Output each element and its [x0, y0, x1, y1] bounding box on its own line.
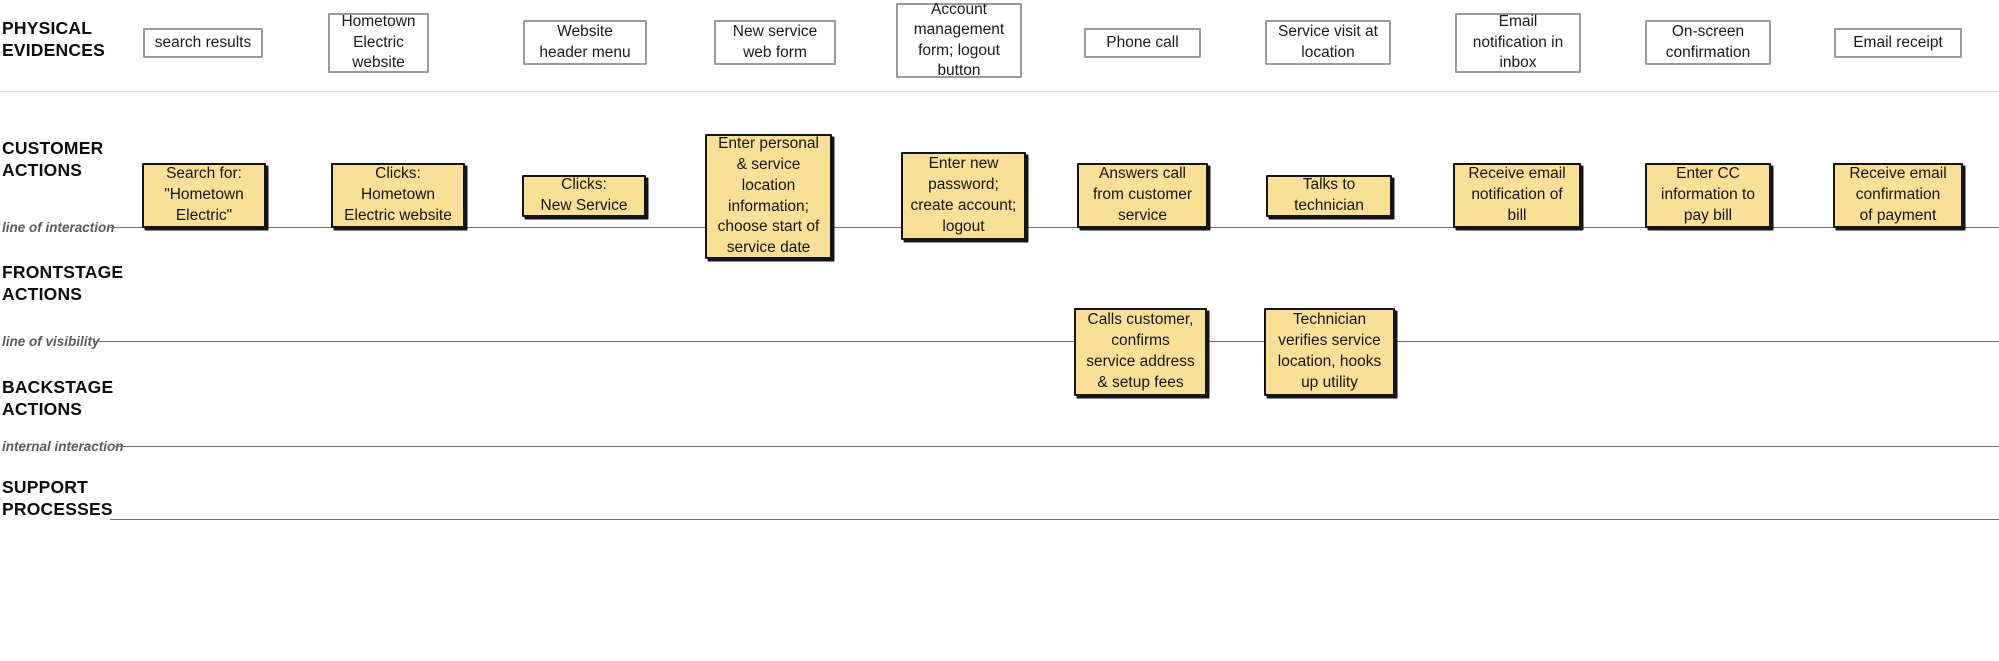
- customer-action-box[interactable]: Clicks: Hometown Electric website: [331, 163, 465, 228]
- divider-label-line-of-interaction: line of interaction: [2, 220, 115, 235]
- customer-action-box[interactable]: Receive email confirmation of payment: [1833, 163, 1963, 228]
- row-label-customer-actions: CUSTOMER ACTIONS: [2, 138, 104, 180]
- customer-action-box[interactable]: Enter new password; create account; logo…: [901, 152, 1026, 240]
- physical-evidence-box[interactable]: Email receipt: [1834, 28, 1962, 58]
- customer-action-box[interactable]: Enter CC information to pay bill: [1645, 163, 1771, 228]
- divider-label-internal-interaction: internal interaction: [2, 439, 124, 454]
- row-label-frontstage-actions: FRONTSTAGE ACTIONS: [2, 262, 124, 304]
- row-label-backstage-actions: BACKSTAGE ACTIONS: [2, 377, 114, 419]
- customer-action-box[interactable]: Receive email notification of bill: [1453, 163, 1581, 228]
- physical-evidence-box[interactable]: Email notification in inbox: [1455, 13, 1581, 73]
- divider-line-of-visibility: [93, 341, 1999, 342]
- physical-evidence-box[interactable]: search results: [143, 28, 263, 58]
- divider-line-of-interaction: [110, 227, 1999, 228]
- physical-evidence-box[interactable]: Service visit at location: [1265, 20, 1391, 65]
- frontstage-action-box[interactable]: Technician verifies service location, ho…: [1264, 308, 1395, 396]
- customer-action-box[interactable]: Clicks: New Service: [522, 175, 646, 217]
- physical-evidence-box[interactable]: New service web form: [714, 20, 836, 65]
- customer-action-box[interactable]: Enter personal & service location inform…: [705, 134, 832, 259]
- divider-top: [0, 91, 1999, 92]
- row-label-physical-evidences: PHYSICAL EVIDENCES: [2, 18, 105, 60]
- physical-evidence-box[interactable]: Website header menu: [523, 20, 647, 65]
- divider-bottom: [110, 519, 1999, 520]
- physical-evidence-box[interactable]: Account management form; logout button: [896, 1, 1022, 79]
- customer-action-box[interactable]: Answers call from customer service: [1077, 163, 1208, 228]
- divider-label-line-of-visibility: line of visibility: [2, 334, 100, 349]
- physical-evidence-box[interactable]: On-screen confirmation: [1645, 20, 1771, 65]
- physical-evidence-box[interactable]: Phone call: [1084, 28, 1201, 58]
- physical-evidence-box[interactable]: Hometown Electric website: [328, 13, 429, 73]
- frontstage-action-box[interactable]: Calls customer, confirms service address…: [1074, 308, 1207, 396]
- divider-internal-interaction: [113, 446, 1999, 447]
- row-label-support-processes: SUPPORT PROCESSES: [2, 477, 113, 519]
- customer-action-box[interactable]: Talks to technician: [1266, 175, 1392, 217]
- customer-action-box[interactable]: Search for: "Hometown Electric": [142, 163, 266, 228]
